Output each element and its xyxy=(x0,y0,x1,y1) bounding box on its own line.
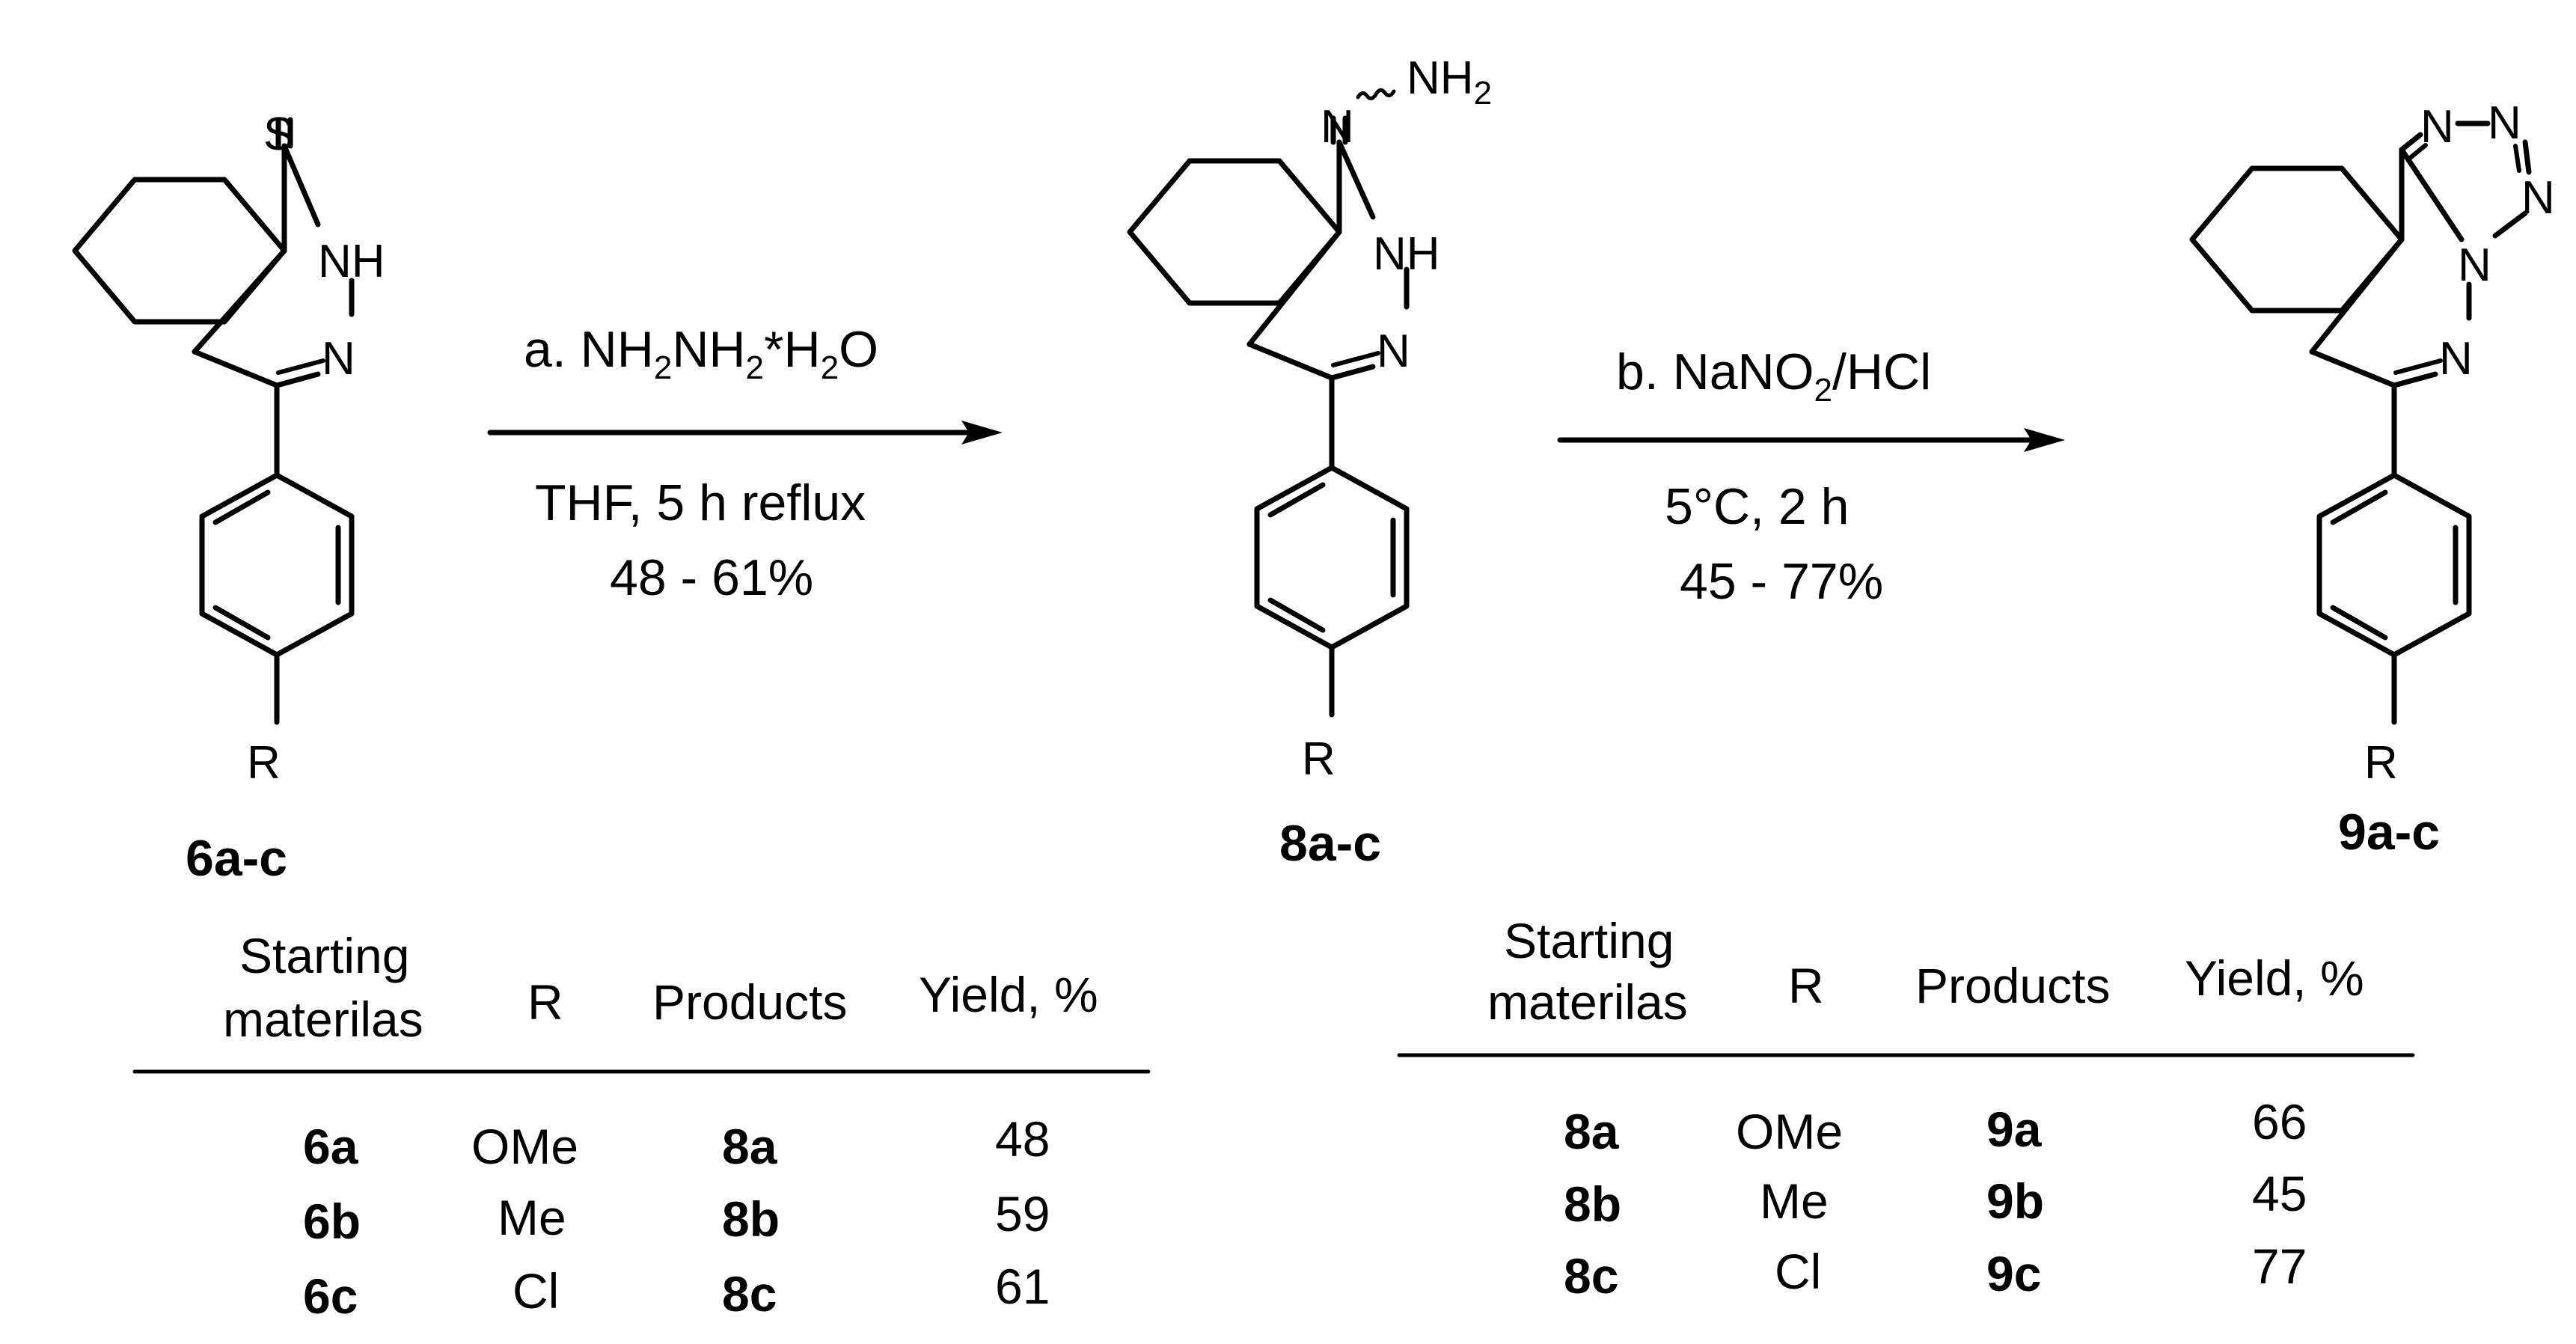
molecule-8-bonds xyxy=(1127,88,1410,718)
table2-row1-start: 8a xyxy=(1564,1104,1620,1159)
table1-row1-product: 8a xyxy=(722,1119,778,1174)
atom-r: R xyxy=(1302,733,1336,785)
atom-n: N xyxy=(322,333,355,385)
table2-row3-r: Cl xyxy=(1775,1244,1821,1299)
atom-n-tetrazole-bridge: N xyxy=(2458,239,2491,291)
table1-row3-product: 8c xyxy=(722,1266,777,1322)
atom-nh: NH xyxy=(1373,228,1440,280)
atom-n-tetrazole-2: N xyxy=(2488,97,2521,149)
cyclohexane-ring-8 xyxy=(1127,158,1342,306)
atom-n-tetrazole-1: N xyxy=(2420,101,2454,153)
atom-nh: NH xyxy=(318,236,385,287)
table1: Starting materilas R Products Yield, % 6… xyxy=(223,928,1098,1324)
table2-row1-yield: 66 xyxy=(2252,1094,2307,1149)
atom-r: R xyxy=(2364,737,2398,789)
atom-n: N xyxy=(2439,333,2473,385)
table1-row3-start: 6c xyxy=(303,1268,358,1324)
yield-range-a: 48 - 61% xyxy=(610,549,813,606)
table2-row2-product: 9b xyxy=(1986,1173,2044,1229)
compound-label-6: 6a-c xyxy=(186,830,287,887)
table1-row3-yield: 61 xyxy=(995,1259,1050,1314)
conditions-a: THF, 5 h reflux xyxy=(535,474,866,531)
table2-row3-product: 9c xyxy=(1986,1246,2041,1301)
benzene-ring-9 xyxy=(2316,472,2472,658)
table1-header-products: Products xyxy=(652,974,847,1030)
atom-n-hydrazone: N xyxy=(1321,101,1354,153)
compound-label-8: 8a-c xyxy=(1279,815,1381,872)
table1-row1-yield: 48 xyxy=(995,1111,1050,1167)
table1-row1-start: 6a xyxy=(303,1119,359,1174)
arrowhead-b xyxy=(2024,428,2065,452)
table2-header-yield: Yield, % xyxy=(2185,950,2364,1006)
table2-row2-yield: 45 xyxy=(2252,1166,2307,1221)
molecule-9-bonds xyxy=(2189,120,2532,725)
table2: Starting materilas R Products Yield, % 8… xyxy=(1487,913,2364,1304)
benzene-ring-6 xyxy=(199,472,355,658)
reagent-a: a. NH2NH2*H2O xyxy=(524,321,878,386)
atom-n-tetrazole-3: N xyxy=(2521,172,2555,224)
molecule-6-bonds xyxy=(72,117,355,725)
compound-label-9: 9a-c xyxy=(2338,804,2440,861)
table1-header-starting: Starting xyxy=(239,928,409,983)
table1-row2-r: Me xyxy=(498,1190,566,1245)
table2-header-products: Products xyxy=(1915,958,2110,1013)
table1-row2-yield: 59 xyxy=(995,1186,1050,1241)
benzene-ring-8 xyxy=(1254,465,1410,650)
table2-row1-r: OMe xyxy=(1736,1104,1843,1159)
reagent-b: b. NaNO2/HCl xyxy=(1616,343,1931,409)
atom-s: S xyxy=(263,109,294,160)
table2-row3-yield: 77 xyxy=(2252,1238,2307,1294)
atom-nh2: NH2 xyxy=(1407,52,1492,112)
table2-row3-start: 8c xyxy=(1564,1248,1618,1304)
cyclohexane-ring-6 xyxy=(72,177,287,325)
table1-header-r: R xyxy=(527,974,563,1030)
atom-n: N xyxy=(1377,326,1410,377)
arrowhead-a xyxy=(961,421,1003,445)
atom-r: R xyxy=(247,737,281,789)
table2-header-r: R xyxy=(1788,958,1824,1013)
table1-row3-r: Cl xyxy=(513,1263,559,1319)
table1-header-materials: materilas xyxy=(223,992,423,1047)
cyclohexane-ring-9 xyxy=(2189,165,2405,314)
yield-range-b: 45 - 77% xyxy=(1680,553,1883,610)
table1-row2-start: 6b xyxy=(303,1194,361,1249)
table2-row1-product: 9a xyxy=(1986,1102,2043,1157)
table2-header-materials: materilas xyxy=(1487,974,1688,1030)
table2-row2-r: Me xyxy=(1760,1173,1829,1229)
table1-row2-product: 8b xyxy=(722,1191,780,1247)
table2-row2-start: 8b xyxy=(1564,1176,1621,1232)
table1-header-yield: Yield, % xyxy=(919,967,1098,1022)
table1-row1-r: OMe xyxy=(471,1119,578,1174)
table2-header-starting: Starting xyxy=(1504,913,1674,968)
conditions-b: 5°C, 2 h xyxy=(1665,478,1849,535)
